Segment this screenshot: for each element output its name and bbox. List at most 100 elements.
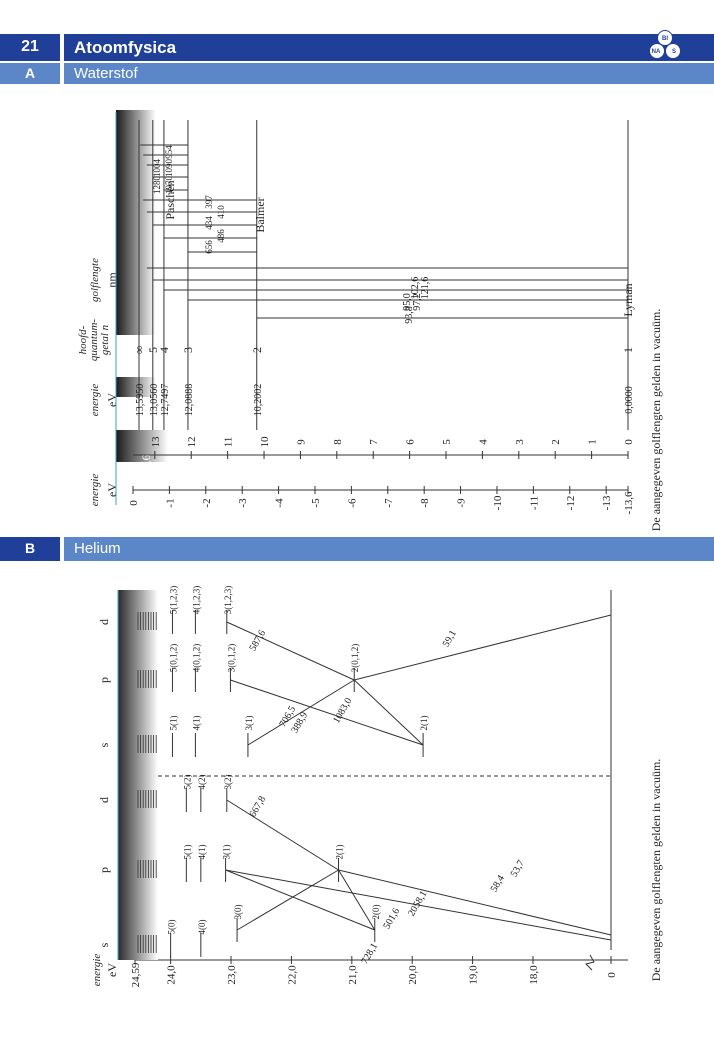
chapter-title: Atoomfysica (74, 38, 177, 57)
section-a-bar (0, 63, 714, 84)
h-photon-label: 6 (405, 439, 417, 445)
h-level-ev-label: 13,0560 (149, 384, 160, 417)
h-level-ev-label: 13,5950 (135, 384, 146, 417)
h-level-ev-label: 10,2002 (253, 384, 264, 417)
h-balmer-label: Balmer (253, 197, 267, 232)
h-photon-label: 4 (477, 439, 489, 445)
logo-letter-na: NA (652, 49, 661, 55)
h-photon-label: 13 (150, 436, 162, 448)
h-lyman-wavelength: 102,6 (410, 277, 421, 300)
h-n-label: 1 (621, 347, 635, 353)
h-paschen-wavelength: 1004 (152, 159, 162, 178)
h-col-energie-1: energie (89, 474, 101, 507)
section-b-title: Helium (74, 540, 121, 557)
h-n-label: ∞ (132, 346, 146, 355)
h-balmer-wavelength: 434 (204, 216, 214, 230)
h-col-golflengte: golflengte (89, 258, 101, 302)
h-lyman-wavelength: 97,2 (412, 293, 423, 311)
h-axis-tick-label: -4 (274, 498, 286, 508)
h-lyman-wavelength: 121,6 (420, 277, 431, 300)
he-triplet-level-label: 4(0,1,2) (191, 644, 201, 673)
he-singlet-level-label: 5(2) (182, 775, 192, 790)
h-axis-tick-label: -11 (528, 496, 540, 510)
he-column-letter: s (97, 942, 111, 947)
h-col-energie-2: energie (89, 384, 101, 417)
he-caption: De aangegeven golflengten gelden in vacu… (649, 759, 663, 982)
h-balmer-wavelength: 656 (204, 240, 214, 254)
h-axis-tick-label: -5 (310, 498, 322, 508)
he-triplet-transition (247, 679, 355, 746)
he-column-letter: p (97, 677, 111, 683)
h-axis-tick-label: -8 (419, 498, 431, 508)
he-axis-tick-label: 24,0 (166, 965, 178, 985)
section-b-bar-left (0, 537, 60, 561)
h-balmer-wavelength: 486 (216, 229, 226, 243)
h-n-label: 2 (250, 347, 264, 353)
he-singlet-level-label: 4(0) (197, 920, 207, 935)
he-singlet-level-label: 3(2) (223, 775, 233, 790)
h-photon-label: 12 (186, 437, 198, 448)
he-triplet-level-label: 2(0,1,2) (350, 644, 360, 673)
he-singlet-level-label: 3(1) (222, 845, 232, 860)
he-axis-title: energie (91, 954, 103, 987)
h-n-label: 4 (157, 347, 171, 353)
he-triplet-level-label: 5(1,2,3) (168, 586, 178, 615)
he-column-letter: p (97, 867, 111, 873)
h-photon-label: 10 (259, 436, 271, 448)
section-b-divider (60, 537, 64, 561)
h-caption: De aangegeven golflengten gelden in vacu… (649, 309, 663, 532)
he-triplet-level-label: 5(0,1,2) (168, 644, 178, 673)
he-axis-unit: eV (105, 963, 119, 977)
h-n-label: 3 (181, 347, 195, 353)
he-column-letter: s (97, 742, 111, 747)
h-balmer-wavelength: 410 (216, 205, 226, 219)
h-col-quantum-2: getal n (99, 324, 111, 355)
he-triplet-transition (353, 679, 424, 746)
h-lyman-label: Lyman (621, 283, 635, 316)
h-ionization-shade (116, 430, 168, 462)
he-axis-tick-label: 20,0 (407, 965, 419, 985)
he-axis-tick-label: 21,0 (347, 965, 359, 985)
he-triplet-level-label: 3(1) (244, 716, 254, 731)
h-col-quantum-0: hoofd- (77, 325, 89, 354)
h-paschen-wavelength: 1090 (164, 159, 174, 178)
he-triplet-level-label: 3(0,1,2) (226, 644, 236, 673)
he-axis-tick-label: 22,0 (286, 965, 298, 985)
h-level-ev-label: 12,7497 (160, 384, 171, 417)
h-axis-tick-label: -13 (601, 495, 613, 510)
he-axis-break (585, 954, 595, 971)
h-paschen-wavelength: 1280 (152, 176, 162, 195)
h-photon-label: 1 (587, 439, 599, 445)
logo-letter-s: S (672, 49, 676, 55)
he-singlet-level-label: 2(0) (371, 905, 381, 920)
he-axis-tick-label: 18,0 (528, 965, 540, 985)
he-singlet-wavelength: 53,7 (509, 858, 527, 879)
h-paschen-label: Paschen (163, 180, 177, 219)
h-ev-shade (116, 377, 156, 397)
he-singlet-level-label: 4(2) (197, 775, 207, 790)
h-photon-label: 2 (550, 439, 562, 445)
he-singlet-transition (225, 869, 375, 931)
he-axis-tick-label: 23,0 (226, 965, 238, 985)
section-a-title: Waterstof (74, 65, 138, 82)
h-lyman-wavelength: 95,0 (402, 293, 413, 311)
h-photon-label: 11 (223, 437, 235, 448)
chapter-number: 21 (21, 38, 39, 55)
he-triplet-transition (230, 679, 424, 746)
he-triplet-level-label: 5(1) (168, 716, 178, 731)
he-triplet-level-label: 4(1,2,3) (191, 586, 201, 615)
he-singlet-wavelength: 58,4 (489, 873, 507, 894)
he-triplet-level-label: 4(1) (191, 716, 201, 731)
h-photon-label: 5 (441, 439, 453, 445)
chapter-header-bar (0, 34, 714, 61)
he-singlet-level-label: 3(0) (233, 905, 243, 920)
h-axis-tick-label: -10 (492, 495, 504, 510)
he-axis-tick-label: 19,0 (468, 965, 480, 985)
he-triplet-wavelength: 59,1 (441, 628, 459, 649)
he-singlet-level-label: 5(1) (182, 845, 192, 860)
he-singlet-transition (226, 799, 339, 871)
binas-logo-icon: BI NA S (649, 30, 681, 59)
header-divider (60, 0, 64, 84)
